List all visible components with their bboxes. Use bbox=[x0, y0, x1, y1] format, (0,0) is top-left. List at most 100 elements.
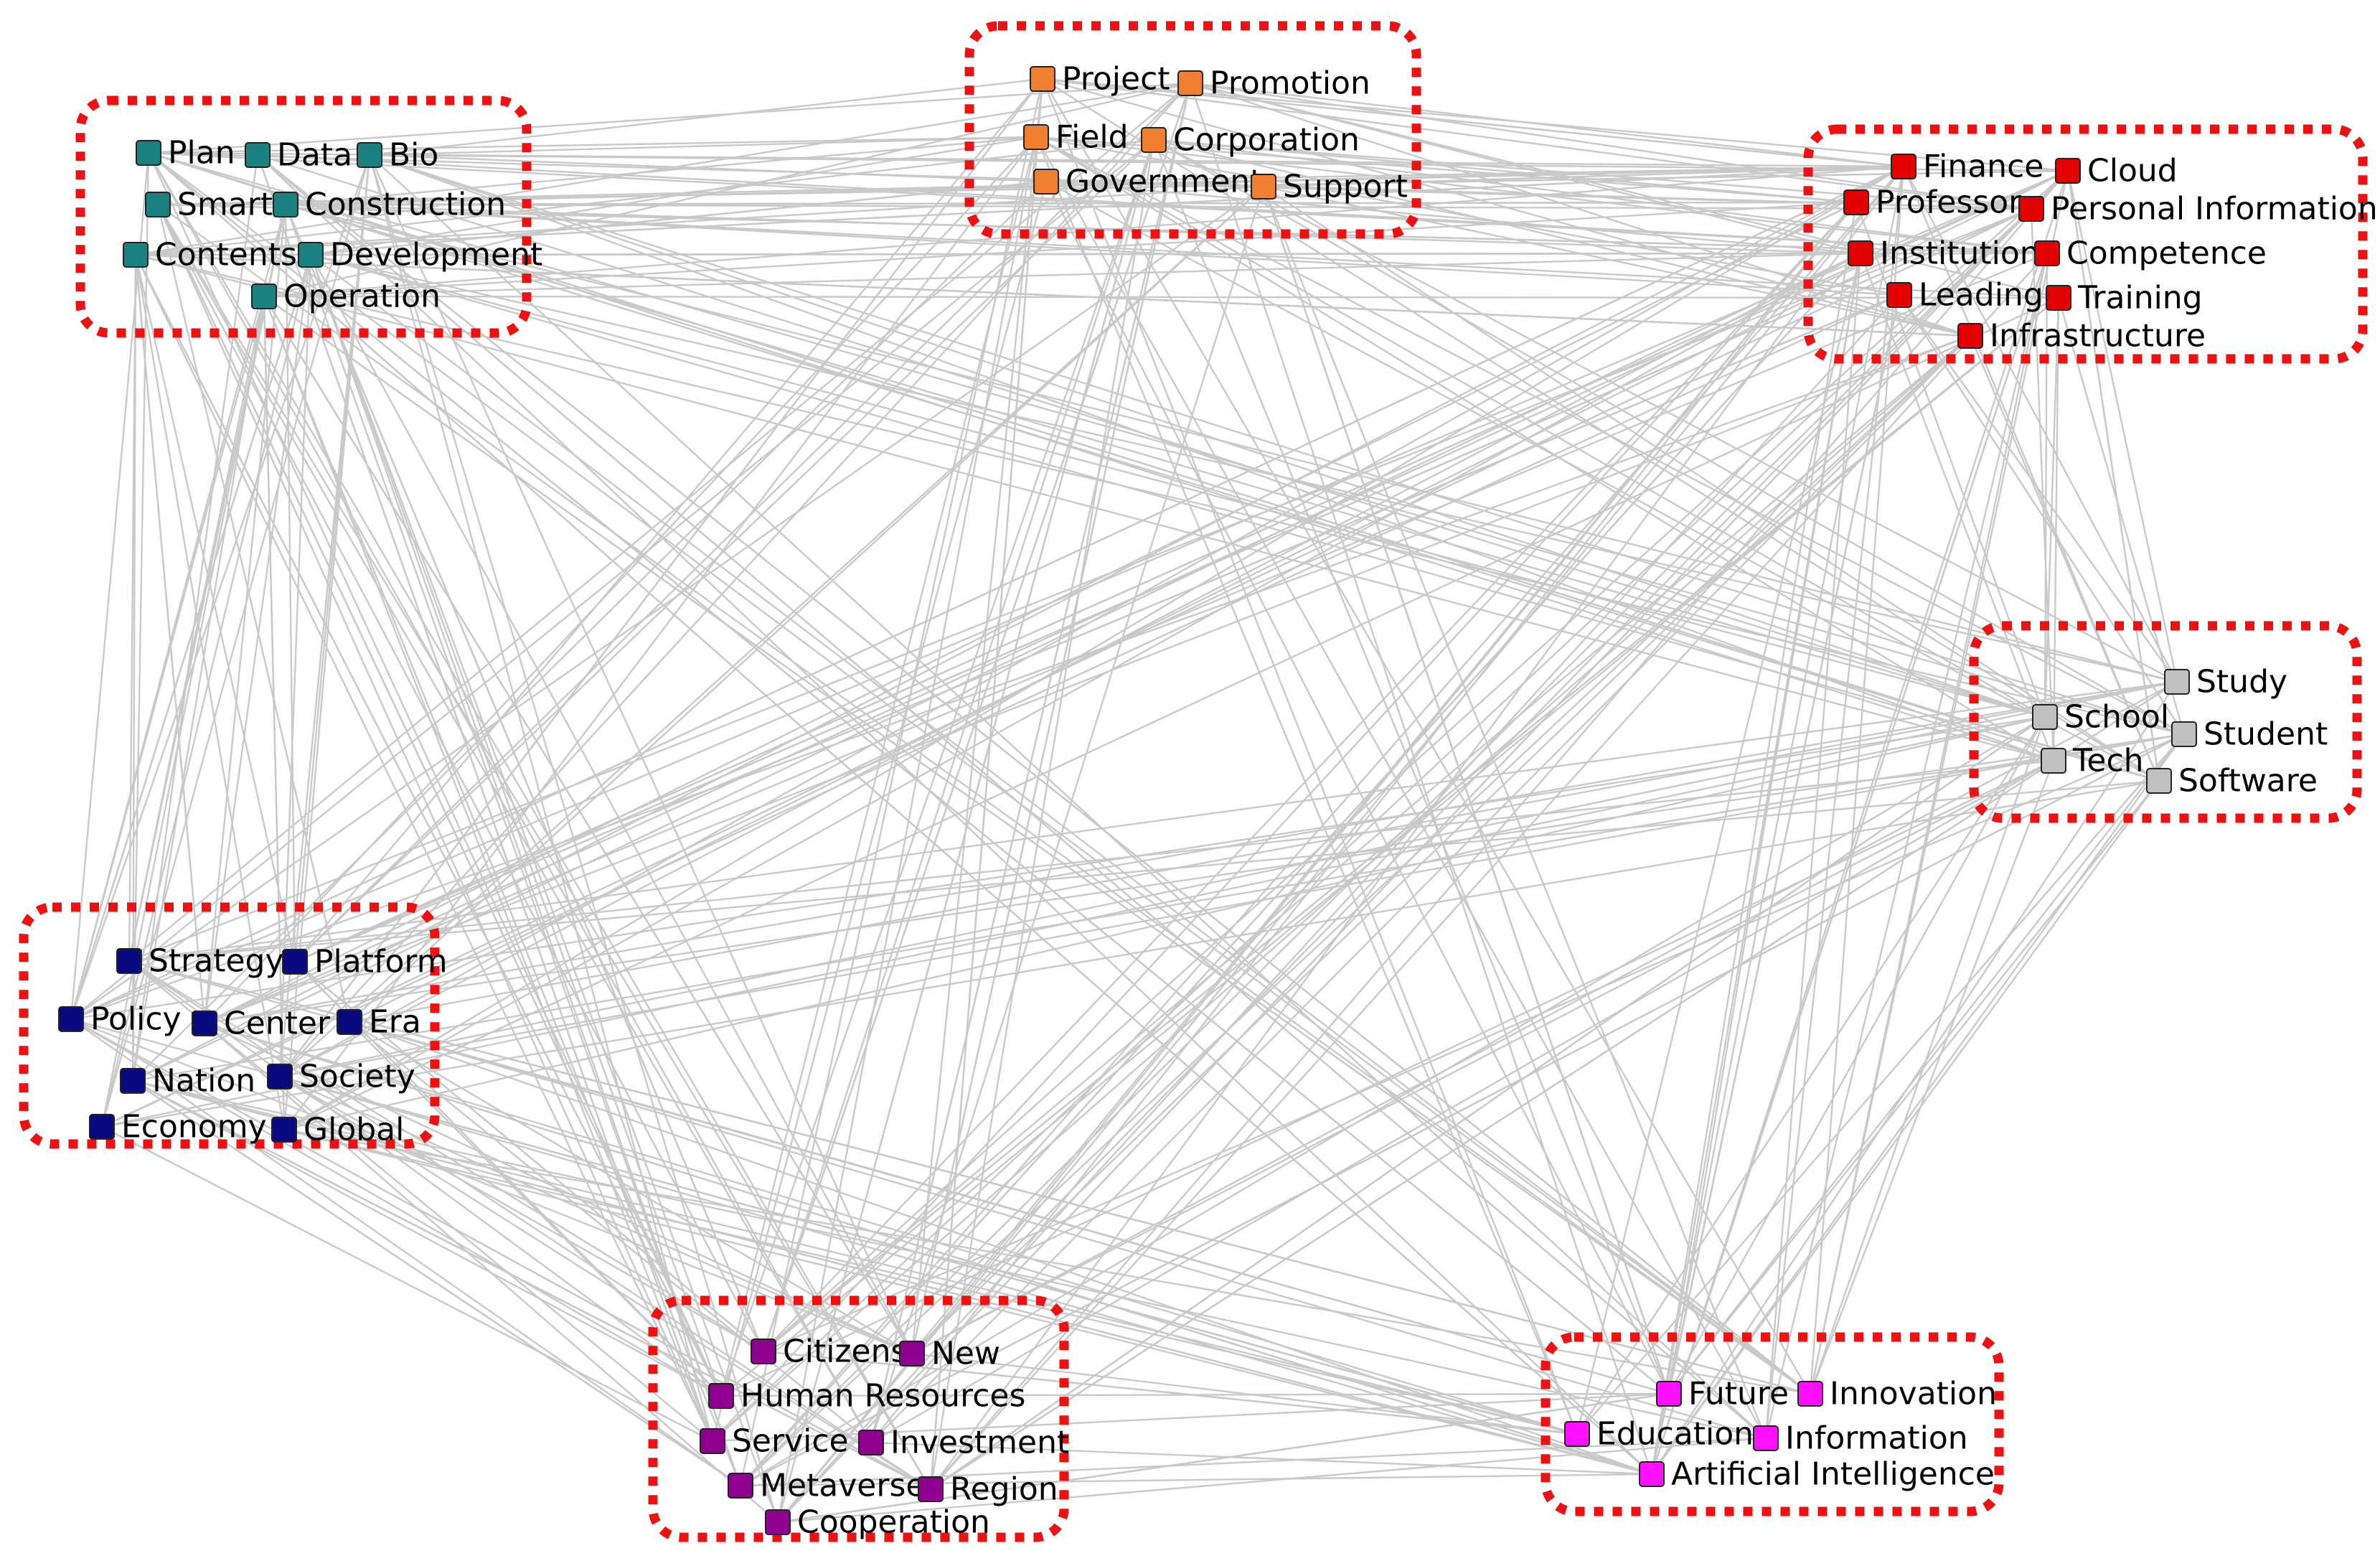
node-marker-strategy bbox=[116, 948, 142, 974]
edge-service-contents bbox=[134, 254, 714, 1442]
node-information: Information bbox=[1753, 1420, 1968, 1457]
node-label-tech: Tech bbox=[2072, 743, 2144, 779]
edge-smart-region bbox=[156, 204, 932, 1490]
node-citizens: Citizens bbox=[751, 1333, 907, 1370]
node-tech: Tech bbox=[2041, 743, 2144, 779]
edge-promotion-plan bbox=[148, 82, 1191, 154]
node-marker-contents bbox=[123, 242, 149, 268]
node-corporation: Corporation bbox=[1141, 122, 1360, 159]
edge-future-government bbox=[1045, 181, 1670, 1394]
node-bio: Bio bbox=[357, 137, 438, 174]
edge-policy-finance bbox=[70, 165, 1904, 1021]
node-marker-personal-information bbox=[2018, 196, 2044, 222]
edge-strategy-operation bbox=[128, 296, 265, 962]
edge-software-development bbox=[310, 253, 2160, 782]
edge-new-infrastructure bbox=[911, 335, 1971, 1354]
node-marker-professor bbox=[1843, 189, 1869, 215]
edge-student-education bbox=[1576, 733, 2185, 1435]
edge-platform-leading bbox=[294, 294, 1900, 963]
node-label-economy: Economy bbox=[121, 1109, 267, 1145]
edge-strategy-tech bbox=[128, 759, 2054, 962]
edge-nation-human-resources bbox=[132, 1079, 722, 1397]
edge-cloud-new bbox=[911, 170, 2069, 1354]
node-marker-corporation bbox=[1141, 127, 1167, 153]
edge-innovation-smart bbox=[157, 204, 1811, 1394]
edge-metaverse-personal-information bbox=[740, 208, 2032, 1486]
node-human-resources: Human Resources bbox=[708, 1378, 1025, 1415]
node-cooperation: Cooperation bbox=[765, 1504, 990, 1541]
node-marker-government bbox=[1033, 169, 1059, 194]
edge-education-center bbox=[204, 1022, 1578, 1435]
edge-future-student bbox=[1668, 733, 2185, 1394]
edge-service-operation bbox=[263, 296, 714, 1442]
edge-school-region bbox=[930, 716, 2046, 1490]
edge-support-era bbox=[349, 186, 1264, 1023]
node-label-innovation: Innovation bbox=[1830, 1376, 1997, 1412]
node-label-nation: Nation bbox=[152, 1063, 255, 1100]
edge-corporation-professor bbox=[1153, 139, 1857, 204]
edge-school-innovation bbox=[1809, 716, 2046, 1394]
edge-operation-institution bbox=[263, 252, 1861, 298]
edge-layer bbox=[70, 78, 2186, 1524]
edge-cooperation-finance bbox=[777, 166, 1904, 1523]
node-marker-training bbox=[2046, 285, 2071, 311]
node-marker-artificial-intelligence bbox=[1639, 1461, 1665, 1487]
edge-society-artificial-intelligence bbox=[279, 1075, 1652, 1476]
node-innovation: Innovation bbox=[1797, 1376, 1997, 1412]
node-service: Service bbox=[700, 1423, 849, 1460]
node-marker-metaverse bbox=[728, 1473, 753, 1499]
node-software: Software bbox=[2146, 763, 2318, 800]
node-label-global: Global bbox=[304, 1112, 404, 1148]
node-marker-economy bbox=[89, 1114, 115, 1140]
edge-study-development bbox=[310, 253, 2178, 683]
node-marker-tech bbox=[2041, 748, 2066, 774]
node-artificial-intelligence: Artificial Intelligence bbox=[1639, 1456, 1995, 1493]
edge-center-student bbox=[204, 733, 2185, 1025]
edge-project-platform bbox=[294, 78, 1043, 962]
edge-society-student bbox=[279, 733, 2185, 1078]
edge-plan-artificial-intelligence bbox=[148, 152, 1652, 1475]
node-marker-finance bbox=[1891, 154, 1916, 179]
node-label-institution: Institution bbox=[1880, 235, 2040, 272]
node-label-contents: Contents bbox=[155, 237, 297, 273]
edge-new-policy bbox=[70, 1018, 913, 1355]
edge-cooperation-development bbox=[309, 254, 779, 1523]
node-label-operation: Operation bbox=[283, 278, 441, 315]
edge-region-project bbox=[929, 78, 1044, 1490]
edge-new-education bbox=[911, 1352, 1578, 1435]
edge-development-school bbox=[310, 253, 2046, 718]
edge-artificial-intelligence-competence bbox=[1650, 253, 2049, 1475]
node-student: Student bbox=[2171, 716, 2328, 753]
edge-economy-service bbox=[101, 1125, 713, 1443]
edge-global-contents bbox=[134, 254, 286, 1130]
edge-personal-information-project bbox=[1042, 78, 2032, 210]
edge-study-era bbox=[349, 680, 2178, 1023]
node-marker-data bbox=[245, 142, 271, 168]
edge-personal-information-corporation bbox=[1153, 139, 2032, 210]
edge-citizens-infrastructure bbox=[763, 335, 1971, 1352]
node-label-training: Training bbox=[2077, 280, 2203, 317]
edge-center-competence bbox=[204, 252, 2048, 1025]
node-cloud: Cloud bbox=[2055, 153, 2178, 189]
edge-citizens-student bbox=[763, 733, 2185, 1353]
edge-student-plan bbox=[148, 151, 2185, 736]
node-marker-infrastructure bbox=[1957, 323, 1983, 349]
node-marker-school bbox=[2032, 704, 2058, 730]
edge-training-school bbox=[2043, 297, 2060, 718]
edge-infrastructure-software bbox=[1969, 335, 2160, 782]
node-label-corporation: Corporation bbox=[1173, 122, 1360, 159]
edge-nation-operation bbox=[131, 296, 265, 1082]
edge-institution-society bbox=[279, 252, 1861, 1078]
edge-human-resources-corporation bbox=[720, 139, 1155, 1397]
node-government: Government bbox=[1033, 164, 1262, 200]
edge-region-cloud bbox=[930, 170, 2069, 1490]
edge-society-bio bbox=[278, 154, 371, 1077]
edge-investment-infrastructure bbox=[870, 335, 1971, 1443]
edge-society-citizens bbox=[279, 1075, 764, 1353]
edge-professor-smart bbox=[157, 201, 1857, 206]
edge-service-strategy bbox=[128, 960, 713, 1442]
node-marker-operation bbox=[251, 283, 277, 309]
edge-tech-training bbox=[2052, 297, 2060, 761]
node-label-development: Development bbox=[330, 237, 542, 273]
